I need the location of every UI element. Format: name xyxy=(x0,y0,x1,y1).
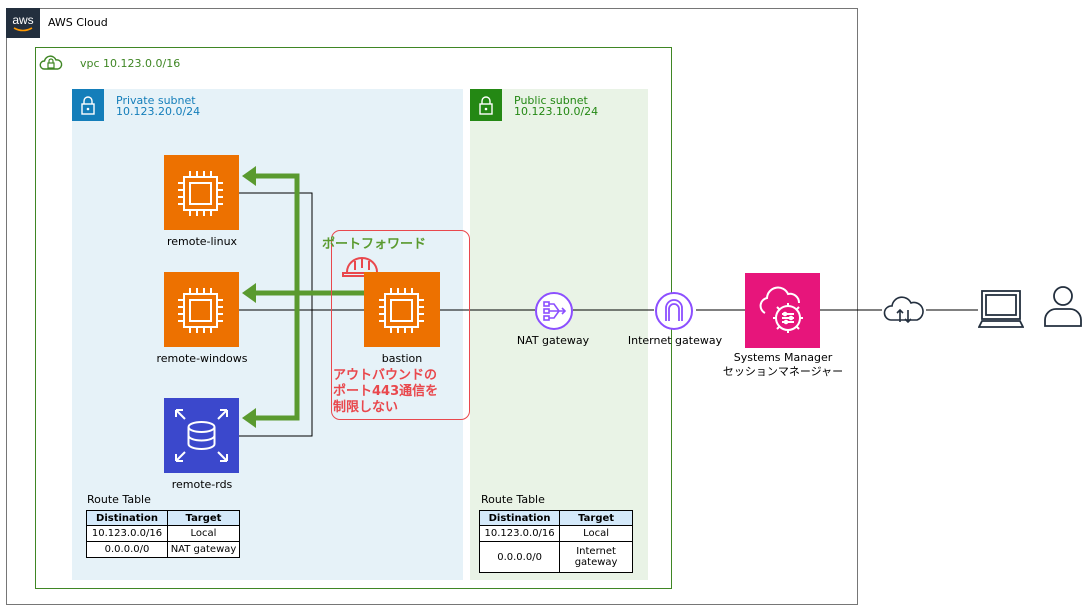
internet-gateway-label: Internet gateway xyxy=(627,334,723,347)
ec2-icon[interactable] xyxy=(364,272,440,347)
private-route-table: Distination Target 10.123.0.0/16 Local 0… xyxy=(86,510,240,558)
outbound-note-line1: アウトバウンドの xyxy=(333,368,438,383)
nat-gateway-label: NAT gateway xyxy=(516,334,590,347)
public-route-table-title: Route Table xyxy=(481,493,545,506)
remote-windows-label: remote-windows xyxy=(156,352,248,365)
vpc-icon xyxy=(35,47,67,79)
port-forward-label: ポートフォワード xyxy=(322,237,427,252)
svg-text:aws: aws xyxy=(12,13,33,27)
col-header-destination: Distination xyxy=(86,510,168,526)
rds-database-icon[interactable] xyxy=(164,398,239,473)
public-subnet-lock-icon xyxy=(470,89,502,121)
public-subnet-group xyxy=(470,89,648,580)
target-cell: Local xyxy=(167,525,240,542)
systems-manager-label-line2: セッションマネージャー xyxy=(722,365,844,378)
destination-cell: 10.123.0.0/16 xyxy=(86,525,168,542)
arrowhead-linux xyxy=(242,166,256,186)
table-row: 0.0.0.0/0 Internet gateway xyxy=(478,541,633,573)
callout-box xyxy=(331,230,470,420)
destination-cell: 0.0.0.0/0 xyxy=(478,541,561,573)
laptop-icon xyxy=(977,288,1025,332)
target-cell: Internet gateway xyxy=(559,541,633,573)
user-icon xyxy=(1042,284,1084,328)
outbound-note-line2: ポート443通信を xyxy=(333,384,439,399)
remote-rds-label: remote-rds xyxy=(171,478,233,491)
ec2-icon[interactable] xyxy=(164,155,239,230)
line-linux-rds-bracket xyxy=(239,192,313,437)
cloud-upload-download-icon xyxy=(881,292,927,328)
col-header-target: Target xyxy=(167,510,240,526)
col-header-destination: Distination xyxy=(478,510,561,526)
table-row: 10.123.0.0/16 Local xyxy=(478,525,633,542)
aws-cloud-group xyxy=(6,8,858,605)
arrowhead-rds xyxy=(242,408,256,428)
target-cell: Local xyxy=(559,525,633,542)
public-subnet-title: Public subnet xyxy=(514,94,588,107)
internet-gateway-icon[interactable] xyxy=(654,291,694,331)
outbound-note-line3: 制限しない xyxy=(333,400,399,415)
arrow-to-linux xyxy=(252,173,300,293)
private-subnet-title: Private subnet xyxy=(116,94,196,107)
target-cell: NAT gateway xyxy=(167,541,240,558)
col-header-target: Target xyxy=(559,510,633,526)
destination-cell: 0.0.0.0/0 xyxy=(86,541,168,558)
private-subnet-lock-icon xyxy=(72,89,104,121)
ec2-icon[interactable] xyxy=(164,272,239,347)
systems-manager-label-line1: Systems Manager xyxy=(733,351,833,364)
public-subnet-cidr: 10.123.10.0/24 xyxy=(514,105,599,118)
table-row: 10.123.0.0/16 Local xyxy=(86,525,240,542)
arrowhead-windows xyxy=(242,283,256,303)
arrow-to-rds xyxy=(252,293,300,421)
aws-cloud-title: AWS Cloud xyxy=(48,16,108,29)
vpc-title: vpc 10.123.0.0/16 xyxy=(80,57,181,70)
nat-gateway-icon[interactable] xyxy=(534,291,574,331)
destination-cell: 10.123.0.0/16 xyxy=(478,525,561,542)
aws-logo-icon: aws xyxy=(6,8,40,38)
public-route-table: Distination Target 10.123.0.0/16 Local 0… xyxy=(478,510,633,573)
private-route-table-title: Route Table xyxy=(87,493,151,506)
remote-linux-label: remote-linux xyxy=(166,235,238,248)
bastion-label: bastion xyxy=(381,352,423,365)
private-subnet-cidr: 10.123.20.0/24 xyxy=(116,105,201,118)
systems-manager-icon[interactable] xyxy=(745,273,820,348)
table-row: 0.0.0.0/0 NAT gateway xyxy=(86,541,240,558)
